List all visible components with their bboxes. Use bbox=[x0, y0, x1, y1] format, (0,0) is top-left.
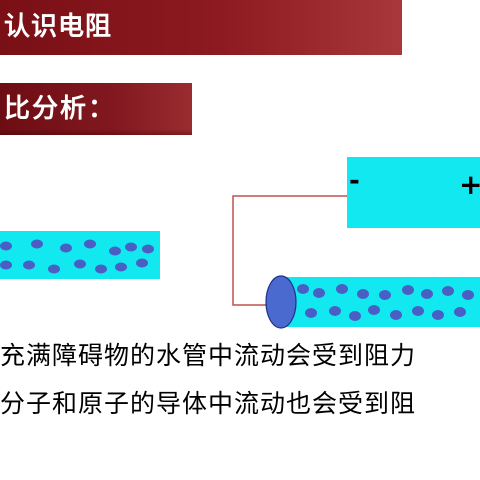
atom-dot bbox=[432, 310, 444, 320]
atom-dot bbox=[368, 305, 380, 315]
atom-dot bbox=[357, 289, 369, 299]
obstacle-dot bbox=[60, 243, 72, 253]
obstacle-dot bbox=[0, 260, 12, 270]
battery-positive-label: + bbox=[459, 168, 480, 201]
caption-line-1: 充满障碍物的水管中流动会受到阻力 bbox=[0, 341, 417, 370]
atom-dot bbox=[329, 306, 341, 316]
caption-line-2: 分子和原子的导体中流动也会受到阻 bbox=[0, 389, 417, 418]
section-subtitle: 比分析： bbox=[4, 94, 117, 124]
slide-title: 认识电阻 bbox=[4, 12, 113, 42]
obstacle-dot bbox=[115, 262, 127, 272]
obstacle-dot bbox=[0, 241, 12, 251]
atom-dot bbox=[379, 290, 391, 300]
atom-dot bbox=[336, 284, 348, 294]
atom-dot bbox=[297, 284, 309, 294]
atom-dot bbox=[313, 288, 325, 298]
atom-dot bbox=[462, 290, 474, 300]
atom-dot bbox=[349, 311, 361, 321]
section-subtitle-banner: 比分析： bbox=[0, 83, 192, 135]
water-pipe bbox=[0, 231, 160, 279]
obstacle-dot bbox=[74, 259, 86, 269]
conductor-end-cap bbox=[265, 275, 297, 329]
slide-title-banner: 认识电阻 bbox=[0, 0, 402, 55]
obstacle-dot bbox=[125, 242, 137, 252]
circuit-wire bbox=[232, 195, 347, 306]
atom-dot bbox=[305, 308, 317, 318]
obstacle-dot bbox=[95, 264, 107, 274]
obstacle-dot bbox=[84, 239, 96, 249]
atom-dot bbox=[402, 285, 414, 295]
obstacle-dot bbox=[109, 246, 121, 256]
atom-dot bbox=[421, 289, 433, 299]
obstacle-dot bbox=[142, 244, 154, 254]
conductor bbox=[281, 277, 480, 327]
obstacle-dot bbox=[31, 239, 43, 249]
battery bbox=[347, 157, 480, 228]
pipe-obstacles bbox=[0, 239, 154, 274]
atom-dot bbox=[442, 286, 454, 296]
obstacle-dot bbox=[23, 260, 35, 270]
atom-dot bbox=[412, 306, 424, 316]
battery-negative-label: - bbox=[349, 166, 360, 196]
conductor-atoms bbox=[297, 284, 474, 321]
atom-dot bbox=[454, 307, 466, 317]
atom-dot bbox=[390, 310, 402, 320]
obstacle-dot bbox=[48, 264, 60, 274]
obstacle-dot bbox=[136, 258, 148, 268]
